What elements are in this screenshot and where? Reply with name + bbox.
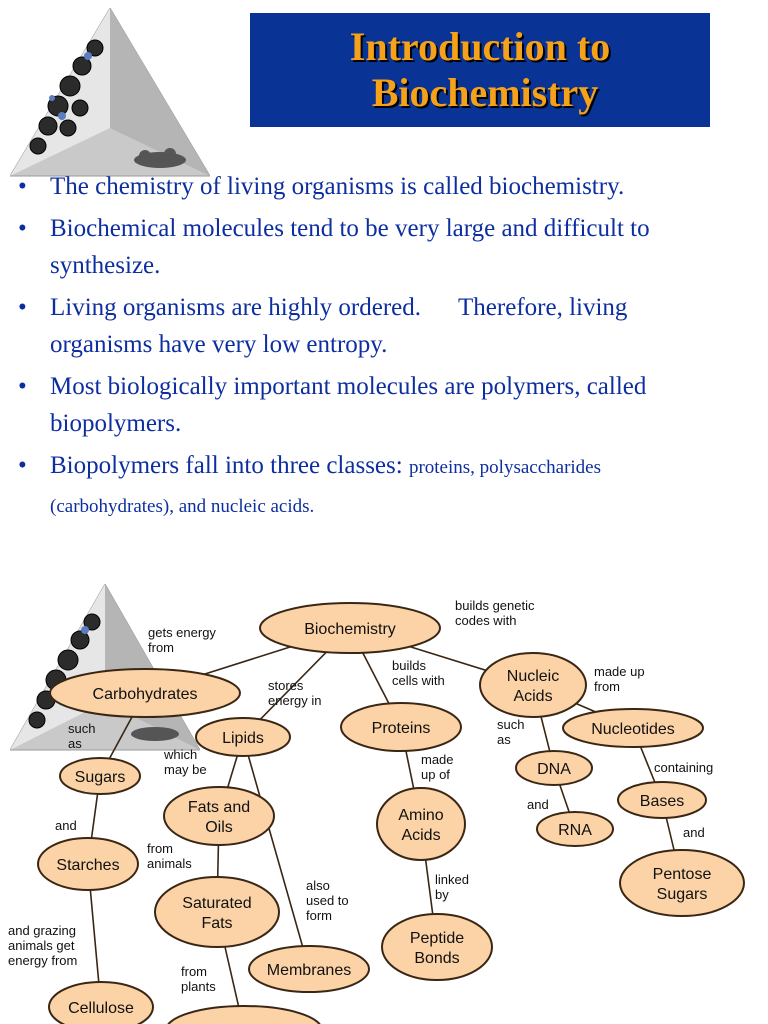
node-sugars: Sugars (59, 757, 141, 795)
node-label: DNA (537, 761, 571, 778)
molecule-pyramid-image (10, 8, 210, 177)
node-label: Lipids (222, 730, 264, 747)
node-dna: DNA (515, 750, 593, 786)
link-label-and_3: and (55, 818, 77, 833)
edge-lipids-membranes (242, 736, 310, 970)
node-ellipse (195, 717, 291, 757)
node-bases: Bases (617, 781, 707, 819)
node-ellipse (248, 945, 370, 993)
bullet-item: Biopolymers fall into three classes: pro… (18, 447, 758, 525)
node-label: Proteins (372, 720, 431, 737)
bullet-text: organisms have very low entropy. (50, 331, 388, 358)
node-ellipse (59, 757, 141, 795)
title-banner: Introduction to Biochemistry (250, 13, 710, 127)
node-ellipse (376, 787, 466, 861)
node-label: Starches (56, 857, 119, 874)
bullet-item: Most biologically important molecules ar… (18, 368, 758, 442)
node-label: Carbohydrates (93, 686, 198, 703)
node-proteins: Proteins (340, 702, 462, 752)
node-label: Cellulose (68, 1000, 134, 1017)
bullet-list: The chemistry of living organisms is cal… (18, 168, 758, 580)
node-unsaturated: Unsaturated (167, 1005, 321, 1024)
node-label: Bases (640, 793, 684, 810)
node-label: RNA (558, 822, 592, 839)
bullet-text: Biochemical molecules tend to be very la… (50, 215, 650, 279)
title-line-2: Biochemistry (361, 70, 599, 115)
node-lipids: Lipids (195, 717, 291, 757)
node-ellipse (515, 750, 593, 786)
node-membranes: Membranes (248, 945, 370, 993)
title-line-1: Introduction to (349, 24, 611, 69)
bullet-text: Most biologically important molecules ar… (50, 373, 647, 437)
node-ellipse (167, 1005, 321, 1024)
link-label-and_2: and (683, 825, 705, 840)
node-ellipse (479, 652, 587, 718)
node-ellipse (562, 708, 704, 748)
node-starches: Starches (37, 837, 139, 891)
node-ellipse (617, 781, 707, 819)
node-ellipse (49, 668, 241, 718)
node-ellipse (163, 786, 275, 846)
node-ellipse (619, 849, 745, 917)
node-label: Biochemistry (304, 621, 396, 638)
node-cellulose: Cellulose (48, 981, 154, 1024)
node-rna: RNA (536, 811, 614, 847)
link-label-containing: containing (654, 760, 713, 775)
bullet-text-small: proteins, polysaccharides (408, 457, 602, 478)
node-nucleotides: Nucleotides (562, 708, 704, 748)
bullet-text: Living organisms are highly ordered. The… (50, 294, 628, 321)
link-label-and_1: and (527, 797, 549, 812)
bullet-item: The chemistry of living organisms is cal… (18, 168, 758, 205)
bullet-text: The chemistry of living organisms is cal… (50, 173, 625, 200)
bullet-text: Biopolymers fall into three classes: (50, 452, 409, 479)
bullet-item: Living organisms are highly ordered. The… (18, 289, 758, 363)
node-ellipse (340, 702, 462, 752)
node-ellipse (37, 837, 139, 891)
node-carbohydrates: Carbohydrates (49, 668, 241, 718)
bullet-text-small: (carbohydrates), and nucleic acids. (50, 496, 315, 517)
node-ellipse (48, 981, 154, 1024)
node-label: Nucleotides (591, 721, 675, 738)
node-label: Membranes (267, 962, 351, 979)
node-biochemistry: Biochemistry (259, 602, 441, 654)
bullet-item: Biochemical molecules tend to be very la… (18, 210, 758, 284)
node-label: Sugars (75, 769, 126, 786)
node-ellipse (381, 913, 493, 981)
node-ellipse (154, 876, 280, 948)
node-ellipse (536, 811, 614, 847)
node-ellipse (259, 602, 441, 654)
